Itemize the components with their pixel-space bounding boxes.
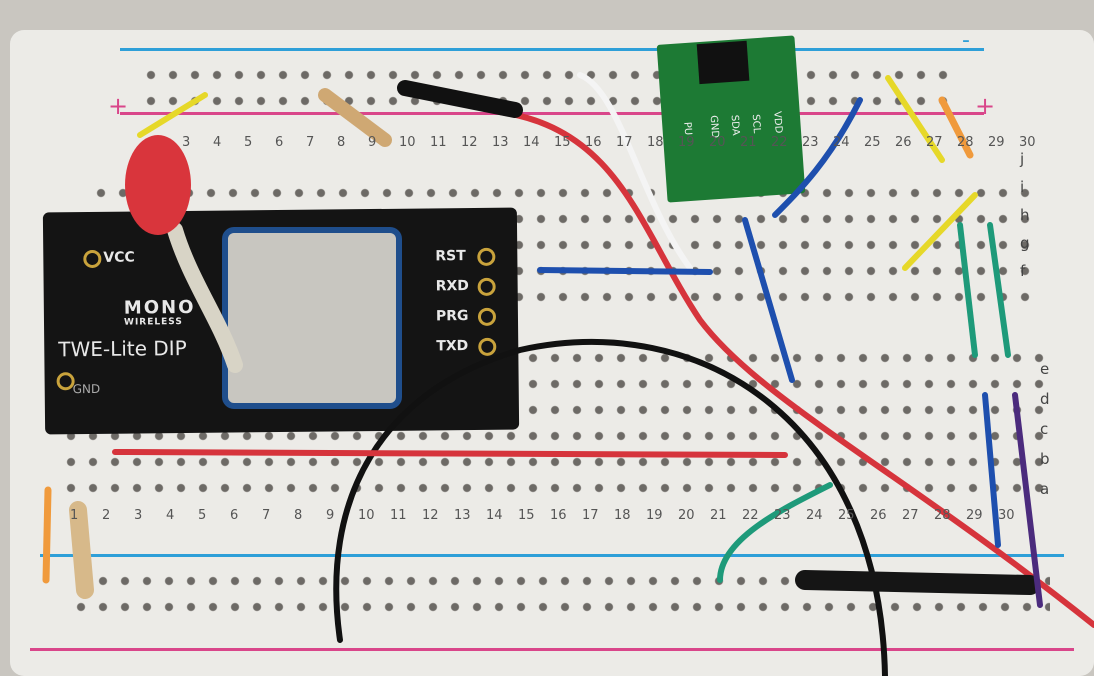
column-number: 21 (740, 135, 757, 150)
pin-sda: SDA (728, 114, 742, 136)
column-number: 3 (134, 508, 143, 523)
brand-wireless: WIRELESS (123, 317, 183, 328)
pin-scl: SCL (749, 113, 762, 134)
column-number: 6 (230, 508, 239, 523)
row-letter: a (1040, 480, 1050, 498)
rail-plus-label-left: + (108, 92, 129, 120)
top-rail-holes (140, 62, 960, 114)
txd-pad (478, 337, 497, 356)
ic-chip (696, 40, 750, 85)
column-number: 10 (358, 508, 375, 523)
column-number: 26 (870, 508, 887, 523)
column-number: 4 (213, 135, 222, 150)
column-number: 14 (486, 508, 503, 523)
column-number: 14 (523, 135, 540, 150)
column-number: 13 (492, 135, 509, 150)
column-number: 27 (902, 508, 919, 523)
vcc-label: VCC (103, 249, 135, 266)
column-number: 20 (709, 135, 726, 150)
column-number: 28 (934, 508, 951, 523)
column-number: 15 (518, 508, 535, 523)
column-number: 7 (262, 508, 271, 523)
row-letter: c (1040, 420, 1049, 438)
row-letter: g (1020, 234, 1030, 252)
column-number: 8 (337, 135, 346, 150)
column-number: 17 (582, 508, 599, 523)
column-number: 22 (771, 135, 788, 150)
prg-pad (477, 307, 497, 326)
column-number: 18 (647, 135, 664, 150)
column-number: 20 (678, 508, 695, 523)
pin-vdd: VDD (771, 110, 784, 134)
row-letter: i (1020, 178, 1025, 196)
top-blue-rail-line (120, 48, 984, 51)
column-number: 9 (326, 508, 335, 523)
module-name: TWE-Lite DIP (58, 335, 187, 362)
brand-mono: MONO (123, 296, 196, 319)
rst-label: RST (435, 248, 466, 265)
bottom-red-rail-line (30, 648, 1074, 651)
gnd-label: GND (72, 381, 101, 397)
column-number: 19 (646, 508, 663, 523)
column-number: 2 (102, 508, 111, 523)
rxd-label: RXD (435, 278, 469, 295)
column-number: 23 (774, 508, 791, 523)
column-number: 16 (585, 135, 602, 150)
row-letter: b (1040, 450, 1050, 468)
column-number: 16 (550, 508, 567, 523)
column-number: 22 (742, 508, 759, 523)
bottom-blue-rail-line (40, 554, 1064, 557)
column-number: 1 (70, 508, 79, 523)
txd-label: TXD (436, 338, 469, 355)
column-number: 28 (957, 135, 974, 150)
column-number: 4 (166, 508, 175, 523)
column-number: 5 (244, 135, 253, 150)
row-letter: h (1020, 206, 1030, 224)
column-number: 7 (306, 135, 315, 150)
column-number: 17 (616, 135, 633, 150)
column-number: 24 (806, 508, 823, 523)
column-number: 30 (998, 508, 1015, 523)
rail-minus-label: - (962, 28, 970, 53)
column-number: 19 (678, 135, 695, 150)
column-number: 30 (1019, 135, 1036, 150)
column-number: 12 (461, 135, 478, 150)
column-number: 13 (454, 508, 471, 523)
column-number: 15 (554, 135, 571, 150)
column-number: 11 (390, 508, 407, 523)
column-number: 27 (926, 135, 943, 150)
column-number: 8 (294, 508, 303, 523)
column-number: 26 (895, 135, 912, 150)
column-number: 29 (988, 135, 1005, 150)
column-number: 12 (422, 508, 439, 523)
column-number: 23 (802, 135, 819, 150)
column-number: 10 (399, 135, 416, 150)
sensor-breakout-board: PU GND SDA SCL VDD (656, 35, 806, 203)
pin-pu: PU (681, 121, 694, 136)
vcc-pad (83, 249, 102, 269)
column-number: 25 (864, 135, 881, 150)
column-number: 11 (430, 135, 447, 150)
row-letter: d (1040, 390, 1050, 408)
rf-shield-module (222, 227, 402, 409)
column-number: 6 (275, 135, 284, 150)
prg-label: PRG (435, 308, 469, 325)
column-number: 29 (966, 508, 983, 523)
row-letter: f (1020, 262, 1026, 280)
rail-plus-label: + (975, 92, 996, 120)
column-number: 5 (198, 508, 207, 523)
row-letter: e (1040, 360, 1050, 378)
column-number: 25 (838, 508, 855, 523)
column-number: 3 (182, 135, 191, 150)
column-number: 24 (833, 135, 850, 150)
row-letter: j (1020, 150, 1025, 168)
column-number: 18 (614, 508, 631, 523)
column-number: 21 (710, 508, 727, 523)
rxd-pad (477, 277, 496, 296)
column-number: 9 (368, 135, 377, 150)
bottom-rail-holes (70, 568, 1050, 624)
rst-pad (477, 247, 496, 266)
